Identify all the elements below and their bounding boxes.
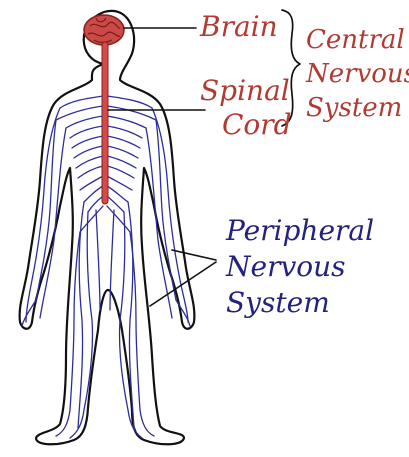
- cns-label-line1: Central: [306, 25, 405, 55]
- nerve-branch: [60, 96, 103, 108]
- nerve-branch: [107, 186, 128, 202]
- left-arm-nerve: [36, 120, 56, 300]
- pns-pointer-line-lower: [150, 262, 216, 306]
- nerve-branch: [76, 156, 103, 168]
- nerve-branch: [107, 96, 152, 108]
- pns-label-line1: Peripheral: [225, 214, 374, 247]
- spinal-cord-label-line1: Spinal: [200, 74, 290, 107]
- pns-label-line3: System: [226, 286, 330, 319]
- spinal-cord: [102, 42, 108, 204]
- nerve-branch: [70, 126, 103, 138]
- nerve-branch: [107, 156, 136, 168]
- nerve-branch: [107, 166, 134, 178]
- nerve-branch: [74, 146, 103, 158]
- cns-label-line2: Nervous: [305, 59, 409, 89]
- nerve-branch: [107, 126, 142, 138]
- right-arm-nerve: [156, 120, 176, 300]
- nerve-branch: [107, 136, 140, 148]
- nerve-branch: [72, 136, 103, 148]
- pns-label-line2: Nervous: [225, 250, 346, 283]
- nerve-branch: [107, 146, 138, 158]
- nerve-branch: [84, 186, 103, 202]
- nerve-branch: [66, 116, 103, 128]
- cns-label-line3: System: [306, 93, 402, 123]
- spinal-cord-label-line2: Cord: [222, 108, 292, 141]
- nerve-branch: [107, 116, 146, 128]
- left-leg-nerve: [56, 232, 80, 436]
- brain-label: Brain: [199, 10, 278, 43]
- brain-icon: [84, 15, 124, 45]
- left-leg-nerve: [96, 210, 100, 310]
- nerve-branch: [107, 206, 130, 232]
- nerve-branch: [78, 166, 103, 178]
- pns-pointer-line-upper: [172, 250, 216, 260]
